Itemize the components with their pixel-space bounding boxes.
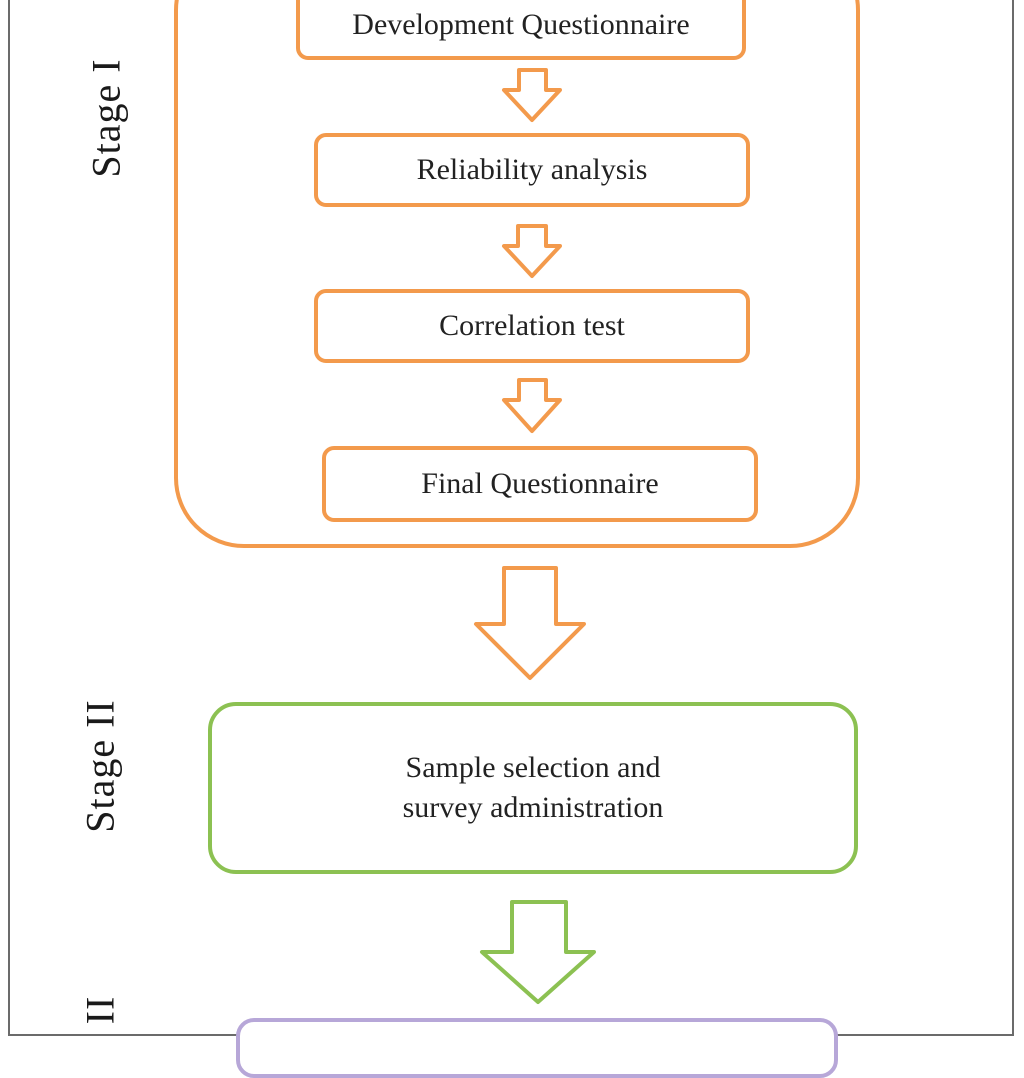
down-arrow-icon — [502, 68, 562, 122]
down-arrow-icon — [502, 378, 562, 433]
stage-3-label: II — [77, 995, 123, 1025]
step-final-questionnaire: Final Questionnaire — [322, 446, 758, 522]
down-arrow-icon — [480, 900, 596, 1004]
stage-1-label: Stage I — [83, 58, 129, 178]
down-arrow-icon — [502, 224, 562, 278]
step-development-questionnaire: Development Questionnaire — [296, 0, 746, 60]
step-correlation-test: Correlation test — [314, 289, 750, 363]
stage-1-container — [174, 0, 860, 548]
step-reliability-analysis: Reliability analysis — [314, 133, 750, 207]
step-sample-selection: Sample selection and survey administrati… — [208, 702, 858, 874]
stage-2-label: Stage II — [77, 699, 123, 833]
down-arrow-icon — [474, 566, 586, 680]
stage-3-box — [236, 1018, 838, 1078]
